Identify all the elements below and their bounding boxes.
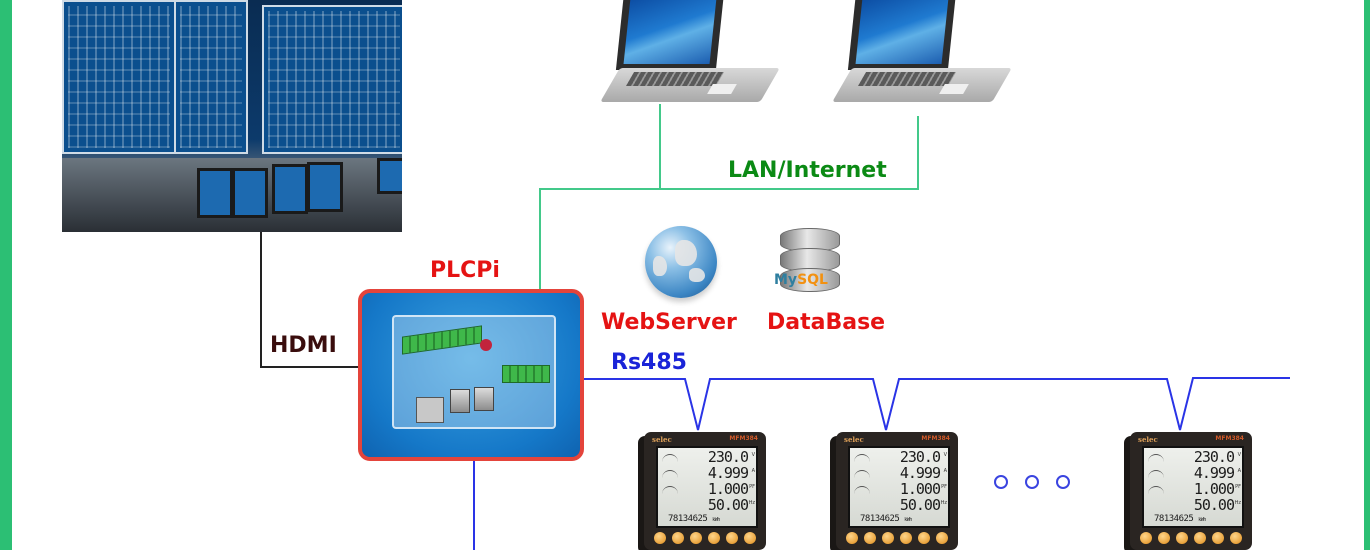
hdmi-cable-line — [260, 232, 358, 368]
desk-monitor — [307, 162, 343, 212]
wall-screen — [262, 5, 402, 154]
rs485-bus-line — [584, 377, 1290, 431]
meter-voltage: 230.0 — [899, 448, 941, 466]
energy-meter-3: selec MFM384 230.0 V 4.999 A 1.000 PF 50… — [1130, 432, 1252, 550]
meter-lcd: 230.0 V 4.999 A 1.000 PF 50.00 Hz 781346… — [848, 446, 950, 528]
ellipsis-dot — [1025, 475, 1039, 489]
unit-label: A — [943, 468, 947, 474]
meter-brand: selec — [1138, 435, 1158, 444]
unit-label: PF — [1235, 484, 1241, 490]
meter-voltage: 230.0 — [707, 448, 749, 466]
meter-pf: 1.000 — [707, 480, 749, 498]
terminal-block — [502, 365, 550, 383]
unit-label: Hz — [1234, 500, 1241, 506]
ethernet-port — [416, 397, 444, 423]
meter-model: MFM384 — [1215, 435, 1244, 442]
wall-screen — [174, 0, 248, 154]
meter-buttons — [842, 528, 952, 548]
lan-internet-label: LAN/Internet — [728, 158, 887, 183]
wall-screen — [62, 0, 176, 154]
meter-frequency: 50.00 — [1193, 496, 1235, 514]
plcpi-controller-image — [358, 289, 584, 461]
control-room-image — [62, 0, 402, 232]
desk-monitor — [272, 164, 308, 214]
desk-monitor — [377, 158, 402, 194]
unit-label: Hz — [748, 500, 755, 506]
meter-buttons — [650, 528, 760, 548]
meter-voltage: 230.0 — [1193, 448, 1235, 466]
meter-lcd: 230.0 V 4.999 A 1.000 PF 50.00 Hz 781346… — [1142, 446, 1244, 528]
mysql-logo: MySQL — [774, 272, 828, 288]
meter-current: 4.999 — [1193, 464, 1235, 482]
unit-label: A — [751, 468, 755, 474]
frame-border-left — [0, 0, 12, 550]
plcpi-label: PLCPi — [430, 258, 500, 283]
unit-label: V — [751, 452, 755, 458]
unit-label: Hz — [940, 500, 947, 506]
meter-brand: selec — [844, 435, 864, 444]
unit-label: PF — [749, 484, 755, 490]
laptop-client-1 — [600, 0, 780, 112]
laptop-keyboard — [625, 72, 725, 86]
meter-brand: selec — [652, 435, 672, 444]
unit-label: V — [1237, 452, 1241, 458]
meter-current: 4.999 — [899, 464, 941, 482]
unit-label: V — [943, 452, 947, 458]
meter-pf: 1.000 — [1193, 480, 1235, 498]
meter-frequency: 50.00 — [899, 496, 941, 514]
unit-label: A — [1237, 468, 1241, 474]
webserver-label: WebServer — [601, 310, 737, 335]
ellipsis-dot — [1056, 475, 1070, 489]
meter-energy: 78134625 kWh — [668, 514, 720, 524]
database-icon: MySQL — [774, 228, 840, 294]
meter-frequency: 50.00 — [707, 496, 749, 514]
database-label: DataBase — [767, 310, 886, 335]
meter-model: MFM384 — [921, 435, 950, 442]
meter-energy: 78134625 kWh — [1154, 514, 1206, 524]
laptop-keyboard — [857, 72, 957, 86]
desk-monitor — [232, 168, 268, 218]
meter-current: 4.999 — [707, 464, 749, 482]
globe-icon — [645, 226, 717, 298]
meter-model: MFM384 — [729, 435, 758, 442]
energy-meter-1: selec MFM384 230.0 V 4.999 A 1.000 PF 50… — [644, 432, 766, 550]
hdmi-label: HDMI — [270, 333, 337, 358]
meter-pf: 1.000 — [899, 480, 941, 498]
laptop-screen — [855, 0, 949, 64]
lan-line — [539, 116, 919, 289]
usb-port — [450, 389, 470, 413]
meter-energy: 78134625 kWh — [860, 514, 912, 524]
laptop-screen — [623, 0, 717, 64]
rs485-label: Rs485 — [611, 350, 687, 375]
desk-monitor — [197, 168, 233, 218]
unit-label: PF — [941, 484, 947, 490]
raspberry-logo — [480, 339, 492, 351]
meter-lcd: 230.0 V 4.999 A 1.000 PF 50.00 Hz 781346… — [656, 446, 758, 528]
laptop-client-2 — [832, 0, 1012, 112]
usb-port — [474, 387, 494, 411]
frame-border-right — [1364, 0, 1370, 550]
ellipsis-dot — [994, 475, 1008, 489]
energy-meter-2: selec MFM384 230.0 V 4.999 A 1.000 PF 50… — [836, 432, 958, 550]
meter-buttons — [1136, 528, 1246, 548]
